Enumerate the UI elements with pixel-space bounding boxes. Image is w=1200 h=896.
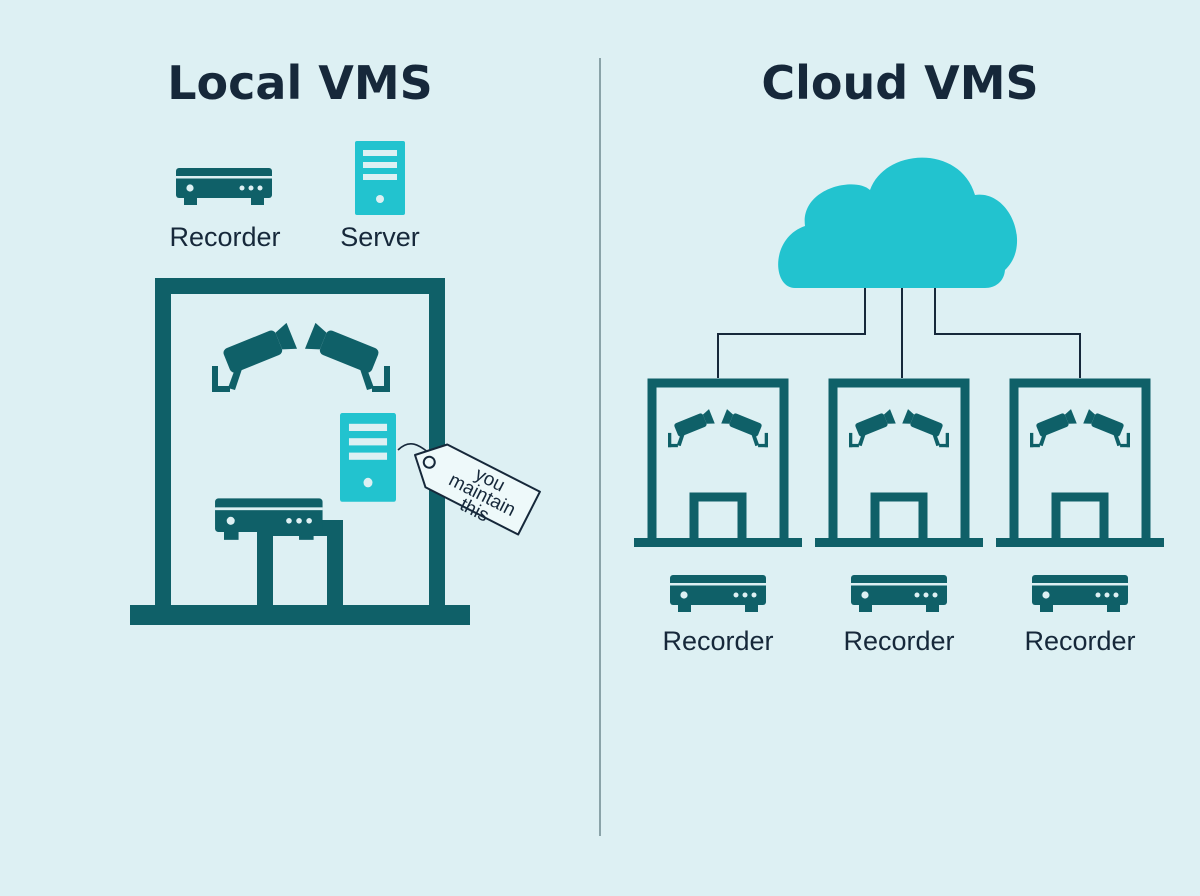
cloud-connectors bbox=[717, 288, 1081, 378]
cloud-icon bbox=[778, 157, 1018, 288]
building-icon bbox=[828, 378, 970, 542]
building-door bbox=[689, 492, 747, 540]
cloud-recorder-label: Recorder bbox=[662, 626, 773, 656]
local-server-legend: Server bbox=[340, 141, 420, 252]
cloud-recorder-label: Recorder bbox=[1024, 626, 1135, 656]
recorder-icon bbox=[670, 575, 766, 612]
building-base bbox=[815, 538, 983, 547]
building-door bbox=[870, 492, 928, 540]
cloud-vms-title: Cloud VMS bbox=[761, 56, 1038, 110]
building-base bbox=[634, 538, 802, 547]
camera-icon bbox=[1083, 409, 1130, 448]
camera-icon bbox=[212, 322, 298, 392]
recorder-icon bbox=[176, 168, 272, 205]
building-base bbox=[996, 538, 1164, 547]
recorder-icon bbox=[1032, 575, 1128, 612]
cloud-site: Recorder bbox=[634, 378, 802, 656]
camera-icon bbox=[902, 409, 949, 448]
server-icon bbox=[355, 141, 405, 215]
tag-icon: you maintain this bbox=[414, 443, 541, 536]
recorder-icon bbox=[851, 575, 947, 612]
camera-icon bbox=[721, 409, 768, 448]
local-recorder-label: Recorder bbox=[169, 222, 280, 252]
camera-icon bbox=[668, 409, 715, 448]
cloud-site: Recorder bbox=[996, 378, 1164, 656]
camera-icon bbox=[1030, 409, 1077, 448]
server-icon bbox=[340, 413, 396, 502]
building-icon bbox=[1009, 378, 1151, 542]
maintenance-tag: you maintain this bbox=[397, 442, 541, 536]
camera-icon bbox=[849, 409, 896, 448]
cloud-site: Recorder bbox=[815, 378, 983, 656]
camera-icon bbox=[304, 322, 390, 392]
local-server-label: Server bbox=[340, 222, 420, 252]
local-recorder-legend: Recorder bbox=[169, 168, 281, 252]
local-vms-title: Local VMS bbox=[167, 56, 433, 110]
building-door bbox=[1051, 492, 1109, 540]
cloud-recorder-label: Recorder bbox=[843, 626, 954, 656]
building-icon bbox=[647, 378, 789, 542]
